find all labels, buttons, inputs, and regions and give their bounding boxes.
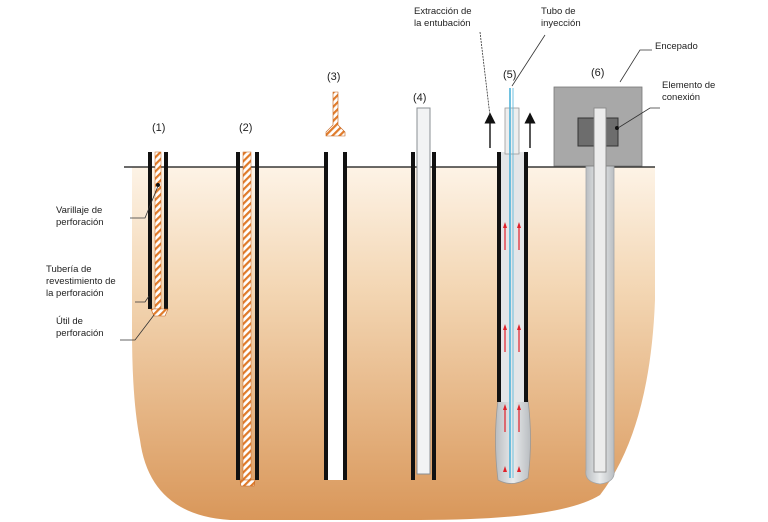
casing-right-wall — [255, 152, 259, 480]
leader-casing-extraction — [479, 31, 491, 117]
label-connection-element: Elemento de conexión — [662, 80, 718, 103]
casing-left-wall — [411, 152, 415, 480]
stage-number-4: (4) — [413, 92, 426, 104]
reinforcement-tube — [416, 107, 431, 475]
stage-4-reinforcement — [411, 107, 436, 480]
flow-arrow — [503, 324, 507, 330]
stage-number-3: (3) — [327, 71, 340, 83]
grout-flow-arrows — [503, 222, 521, 472]
drill-bit — [150, 308, 169, 317]
drill-bit-extracted — [325, 91, 346, 137]
stage-3-rod-extracted — [324, 91, 347, 480]
flow-arrow — [517, 222, 521, 228]
flow-arrow-shaft — [504, 330, 506, 352]
flow-arrow-shaft — [518, 410, 520, 432]
leader-connection — [617, 107, 660, 129]
leader-drill-bit — [120, 314, 155, 341]
casing-left-wall — [236, 152, 240, 480]
casing-right-wall — [524, 152, 528, 402]
flow-arrow-shaft — [504, 410, 506, 432]
stage-number-5: (5) — [503, 69, 516, 81]
casing-right-wall — [432, 152, 436, 480]
leader-injection-tube — [511, 34, 546, 87]
casing-left-wall — [324, 152, 328, 480]
leader-casing — [135, 295, 150, 303]
stage-2-drilled-hole — [236, 151, 259, 487]
leader-pile-cap — [619, 49, 652, 83]
drill-rod-pointer-dot — [156, 183, 160, 187]
label-injection-tube: Tubo de inyección — [541, 6, 581, 29]
drill-rod — [242, 151, 252, 481]
flow-arrow-shaft — [504, 228, 506, 250]
flow-arrow — [517, 466, 521, 472]
flow-arrow — [517, 404, 521, 410]
reinforcement-tube-top — [504, 107, 520, 155]
stage-1-drilling — [148, 151, 169, 317]
stage-6-finished-micropile — [553, 86, 643, 485]
grout-column — [501, 152, 524, 402]
stage-number-2: (2) — [239, 122, 252, 134]
casing-left-wall — [497, 152, 501, 402]
leader-drill-rod — [130, 185, 159, 219]
label-pile-cap: Encepado — [655, 41, 698, 52]
flow-arrow-shaft — [518, 330, 520, 352]
drill-bit — [239, 479, 256, 487]
flow-arrow-shaft — [518, 228, 520, 250]
stage-5-grouting — [484, 88, 536, 484]
connection-pointer-dot — [615, 126, 619, 130]
leader-lines — [120, 31, 660, 341]
flow-arrow — [503, 404, 507, 410]
casing-right-wall — [164, 152, 168, 309]
label-drill-rod: Varillaje de perforación — [56, 205, 105, 228]
label-drill-bit: Útil de perforación — [56, 316, 104, 339]
soil-mass — [132, 167, 655, 520]
stage-number-1: (1) — [152, 122, 165, 134]
drill-rod — [154, 151, 162, 310]
flow-arrow — [503, 222, 507, 228]
label-casing-extraction: Extracción de la entubación — [414, 6, 474, 29]
flow-arrow — [503, 466, 507, 472]
flow-arrow — [517, 324, 521, 330]
stage-number-6: (6) — [591, 67, 604, 79]
empty-bore — [328, 152, 343, 480]
reinforcement-tube — [593, 107, 607, 473]
casing-right-wall — [343, 152, 347, 480]
label-casing: Tubería de revestimiento de la perforaci… — [46, 264, 118, 299]
casing-left-wall — [148, 152, 152, 309]
